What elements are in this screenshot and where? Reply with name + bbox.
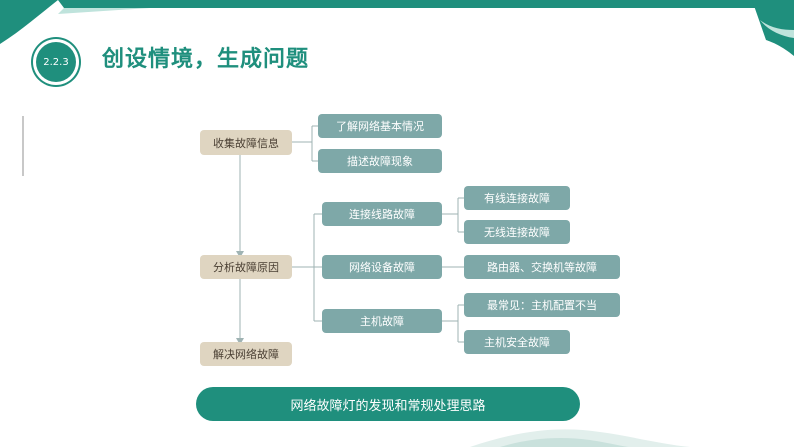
collect-item-describe-symptom: 描述故障现象	[318, 149, 442, 173]
cause-device-fault: 网络设备故障	[322, 255, 442, 279]
cause-host-fault: 主机故障	[322, 309, 442, 333]
sub-wired-fault: 有线连接故障	[464, 186, 570, 210]
page-title: 创设情境，生成问题	[102, 47, 310, 72]
caption-banner: 网络故障灯的发现和常规处理思路	[196, 387, 580, 421]
sub-wireless-fault: 无线连接故障	[464, 220, 570, 244]
section-number-badge: 2.2.3	[36, 42, 76, 82]
stage-collect-info: 收集故障信息	[200, 130, 292, 155]
stage-analyze-cause: 分析故障原因	[200, 255, 292, 279]
sub-host-config: 最常见：主机配置不当	[464, 293, 620, 317]
sub-router-switch-fault: 路由器、交换机等故障	[464, 255, 620, 279]
left-divider	[22, 116, 24, 176]
collect-item-network-basics: 了解网络基本情况	[318, 114, 442, 138]
connector-lines	[236, 125, 464, 345]
stage-resolve-fault: 解决网络故障	[200, 342, 292, 366]
cause-line-fault: 连接线路故障	[322, 202, 442, 226]
sub-host-security: 主机安全故障	[464, 330, 570, 354]
